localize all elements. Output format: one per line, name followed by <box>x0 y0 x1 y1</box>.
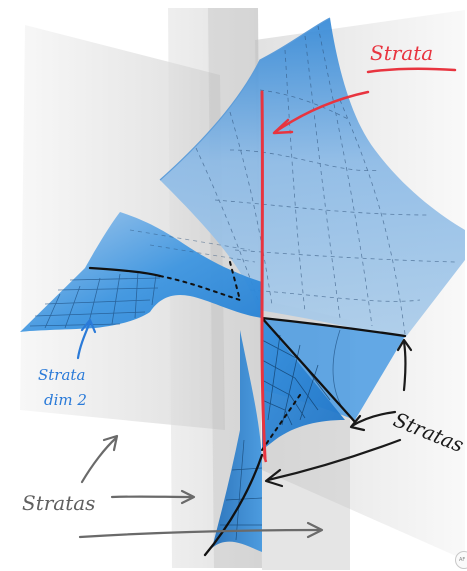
strata-dim2-sublabel: dim 2 <box>44 391 87 409</box>
red-strata-line <box>260 90 267 460</box>
strata-label: Strata <box>370 41 433 65</box>
back-dotted <box>229 261 241 301</box>
right-crease-line <box>260 316 407 338</box>
stratas-arrow-up <box>402 340 407 392</box>
gray-arrow-up <box>80 436 118 484</box>
spike-crease-line <box>203 453 264 557</box>
strata-dim2-arrow <box>76 320 92 360</box>
strata-dim2-label: Strata <box>38 366 85 384</box>
left-sheet-grid <box>29 271 161 329</box>
strata-arrow <box>273 90 370 134</box>
stratas-left-label: Stratas <box>22 491 95 515</box>
spike-surface <box>212 330 262 552</box>
strata-arrow-head <box>272 118 294 135</box>
gray-arrow-bottom <box>78 528 322 539</box>
front-wedge <box>261 318 345 450</box>
stratas-arrow-left <box>350 410 397 428</box>
left-sheet-dashed <box>129 229 256 263</box>
corner-badge: AF <box>455 551 467 569</box>
front-wedge-grid <box>261 334 331 426</box>
back-sheet-surface <box>160 18 465 338</box>
front-dotted <box>261 394 301 451</box>
left-crease-dotted <box>159 275 241 301</box>
black-strata-curves <box>88 261 407 557</box>
stratas-arrow-down <box>266 438 402 482</box>
red-strata <box>260 90 268 463</box>
strata-underline <box>366 67 457 74</box>
left-crease-line <box>88 266 162 278</box>
wedge-crease-line <box>260 316 357 424</box>
